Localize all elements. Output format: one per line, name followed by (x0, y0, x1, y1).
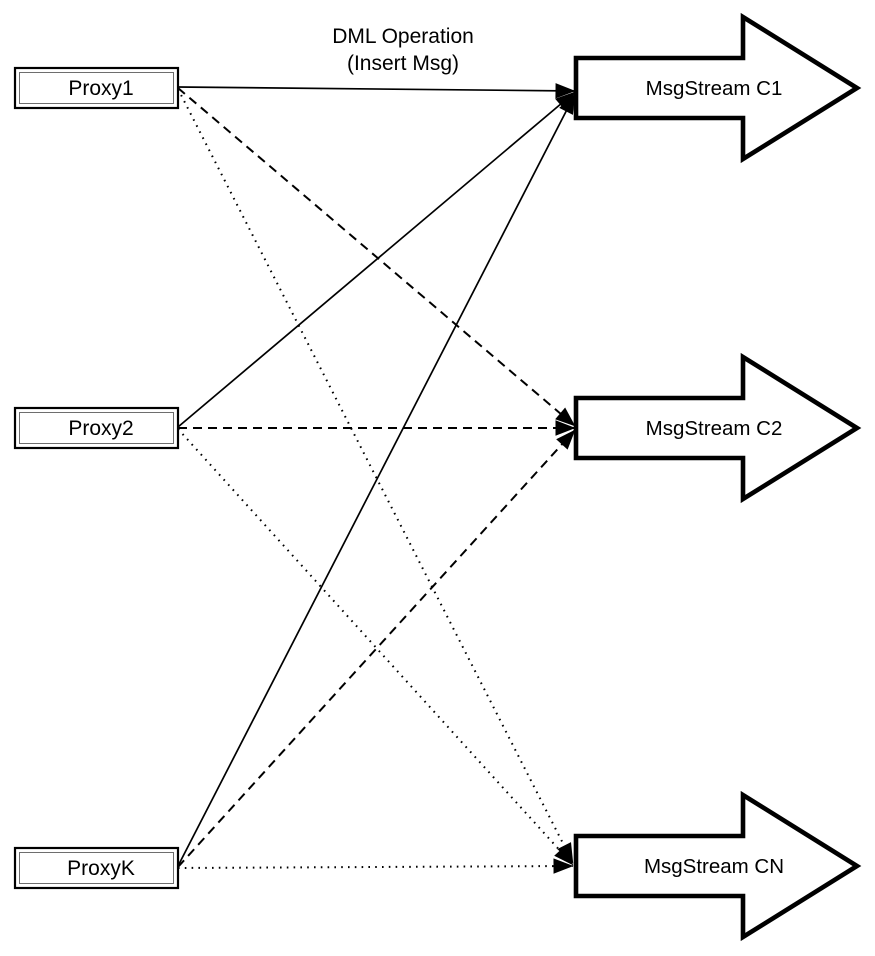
edge-proxyk-c2 (177, 429, 576, 868)
msgstream-c2-arrow-shape (573, 352, 862, 504)
node-proxyk: ProxyK (13, 846, 180, 890)
dml-operation-label-line1: DML Operation (332, 25, 474, 48)
dml-operation-annotation: DML Operation (Insert Msg) (332, 25, 474, 75)
edge-proxyk-c1 (177, 93, 576, 867)
msgstream-c2-label: MsgStream C2 (646, 417, 783, 440)
node-msgstream-c1: MsgStream C1 (573, 12, 862, 164)
edge-proxy1-c1 (177, 83, 576, 99)
msgstream-c1-label: MsgStream C1 (646, 77, 783, 100)
node-proxy2: Proxy2 (13, 406, 180, 450)
dml-operation-label-line2: (Insert Msg) (347, 52, 459, 75)
edge-proxy1-c2 (177, 87, 576, 427)
proxyk-label: ProxyK (67, 857, 135, 880)
proxyk-box-inner (19, 852, 174, 884)
node-msgstream-c2: MsgStream C2 (573, 352, 862, 504)
msgstream-c1-arrow-shape (573, 12, 862, 164)
msgstream-cn-label: MsgStream CN (644, 855, 784, 878)
proxy2-box-inner (19, 412, 174, 444)
edge-proxy2-cn (177, 428, 574, 866)
node-msgstream-cn: MsgStream CN (573, 790, 862, 942)
proxy2-label: Proxy2 (68, 417, 133, 440)
msgstream-cn-arrow-shape (573, 790, 862, 942)
edges (177, 83, 576, 874)
proxy1-box-inner (19, 72, 174, 104)
proxyk-box (13, 846, 180, 890)
proxy1-box (13, 66, 180, 110)
proxy1-label: Proxy1 (68, 77, 133, 100)
edge-proxy1-cn (177, 88, 574, 864)
proxy2-box (13, 406, 180, 450)
edge-proxy2-c1 (177, 91, 576, 428)
edge-proxyk-cn (177, 858, 574, 874)
node-proxy1: Proxy1 (13, 66, 180, 110)
